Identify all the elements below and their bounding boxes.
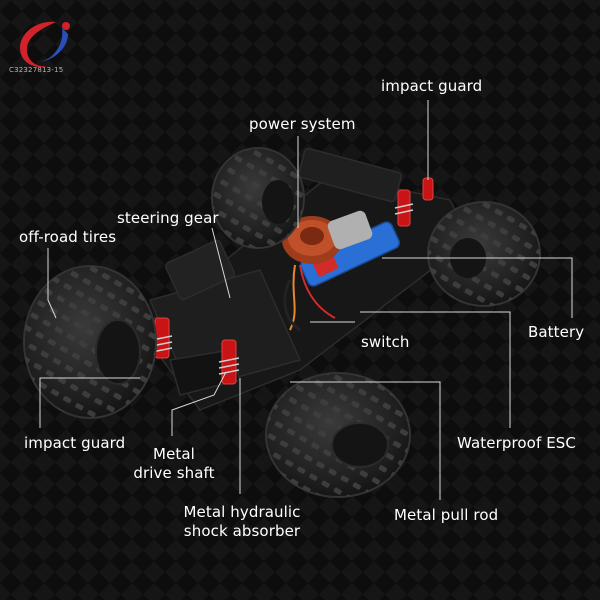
brand-logo: [20, 21, 70, 68]
label-metal-hydraulic-line2: shock absorber: [183, 522, 301, 540]
label-steering-gear: steering gear: [117, 209, 219, 227]
logo-caption: C32327813-15: [9, 66, 64, 74]
label-switch: switch: [361, 333, 410, 351]
motor: [282, 210, 373, 264]
leader-off-road-tires: [47, 248, 57, 319]
label-impact-guard-top: impact guard: [381, 77, 483, 95]
logo-swoosh-red: [20, 21, 56, 68]
label-metal-drive-shaft: Metal drive shaft: [131, 445, 217, 483]
shock-absorbers: [154, 177, 434, 385]
leader-battery: [382, 257, 573, 318]
leader-lines: [39, 100, 573, 500]
tire-front-right: [265, 372, 411, 498]
wires: [283, 264, 336, 332]
label-impact-guard-bottom: impact guard: [24, 434, 126, 452]
label-metal-hydraulic-line1: Metal hydraulic: [183, 503, 301, 521]
leader-waterproof-esc: [360, 311, 511, 428]
label-power-system: power system: [249, 115, 356, 133]
label-waterproof-esc: Waterproof ESC: [457, 434, 576, 452]
chassis: [138, 147, 471, 411]
logo-swoosh-blue: [40, 28, 68, 62]
label-metal-pull-rod: Metal pull rod: [394, 506, 499, 524]
leader-metal-drive-shaft: [171, 371, 227, 436]
tire-rear-right: [427, 201, 541, 307]
label-battery: Battery: [528, 323, 585, 341]
tire-rear-left: [211, 147, 305, 249]
label-metal-drive-shaft-line2: drive shaft: [133, 464, 215, 482]
leader-steering-gear: [211, 227, 231, 299]
label-metal-drive-shaft-line1: Metal: [153, 445, 195, 463]
label-metal-hydraulic-shock-absorber: Metal hydraulic shock absorber: [180, 503, 304, 541]
leader-metal-pull-rod: [290, 381, 441, 500]
leader-impact-guard-bottom: [39, 377, 140, 428]
label-off-road-tires: off-road tires: [19, 228, 117, 246]
tire-front-left: [23, 265, 157, 419]
logo-dot: [62, 22, 70, 30]
